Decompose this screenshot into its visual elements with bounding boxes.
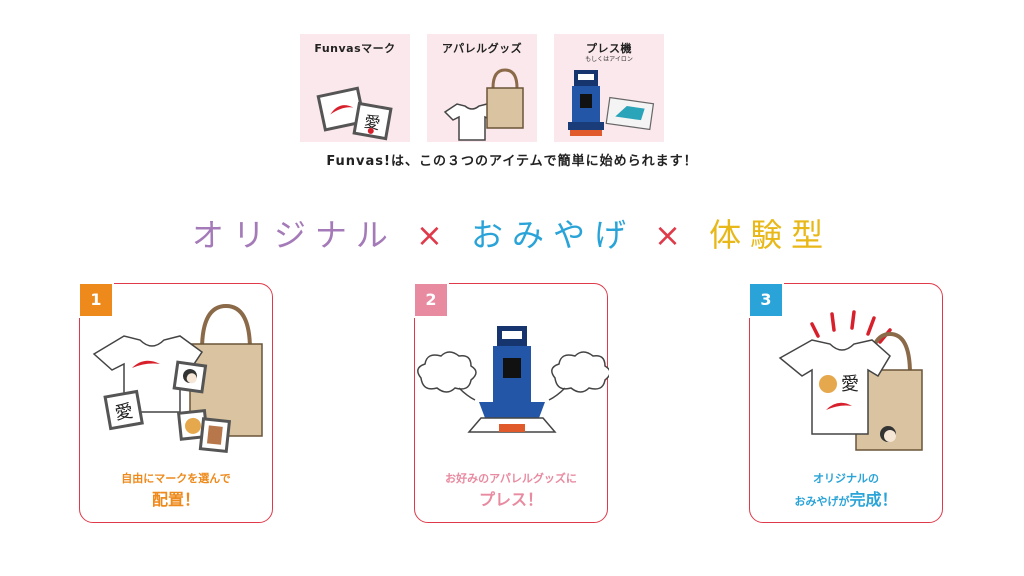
tagline-original: オリジナル — [191, 216, 397, 254]
item-title: Funvasマーク — [314, 42, 396, 55]
svg-text:愛: 愛 — [363, 112, 382, 133]
tagline-times-1: × — [416, 216, 452, 254]
tagline: オリジナル × おみやげ × 体験型 — [0, 210, 1024, 256]
step3-illustration: 愛 — [778, 310, 923, 451]
step1-illustration: 愛 — [92, 303, 263, 454]
step1-caption-line1: 自由にマークを選んで — [121, 472, 231, 485]
step-card-1: 愛 1 自由にマークを選んで 配置！ — [78, 282, 273, 523]
item-title: アパレルグッズ — [441, 42, 523, 55]
step3-caption-line2: おみやげが完成！ — [750, 486, 942, 510]
tagline-times-2: × — [654, 216, 690, 254]
item-card-marks: Funvasマーク 愛 — [300, 34, 410, 142]
tagline-taiken: 体験型 — [709, 216, 833, 254]
step-number-3: 3 — [748, 282, 784, 318]
svg-text:愛: 愛 — [841, 374, 859, 395]
funvas-marks-icon: 愛 — [316, 86, 393, 141]
tagline-omiyage: おみやげ — [470, 216, 635, 254]
step3-caption-line2b: 完成！ — [849, 490, 898, 509]
intro-text: Funvas!は、この３つのアイテムで簡単に始められます！ — [326, 154, 698, 169]
svg-text:愛: 愛 — [113, 401, 134, 425]
item-title: プレス機 — [586, 42, 632, 55]
apparel-goods-icon — [443, 68, 524, 141]
item-card-press: プレス機 もしくはアイロン — [554, 34, 664, 142]
step3-caption-line2a: おみやげが — [794, 495, 850, 508]
step-number-1: 1 — [78, 282, 114, 318]
item-card-apparel: アパレルグッズ — [427, 34, 537, 142]
step-card-3: 愛 3 オリジナルの おみやげが完成！ — [748, 282, 943, 523]
step2-caption-line1: お好みのアパレルグッズに — [445, 472, 577, 485]
press-machine-icon — [568, 70, 655, 136]
step-number-2: 2 — [413, 282, 449, 318]
step2-caption-line2: プレス！ — [478, 490, 543, 509]
step2-illustration — [417, 326, 609, 433]
item-subtitle: もしくはアイロン — [585, 56, 633, 63]
step1-caption-line2: 配置！ — [151, 490, 200, 509]
step3-caption-line1: オリジナルの — [813, 472, 879, 485]
step-card-2: 2 お好みのアパレルグッズに プレス！ — [413, 282, 609, 523]
